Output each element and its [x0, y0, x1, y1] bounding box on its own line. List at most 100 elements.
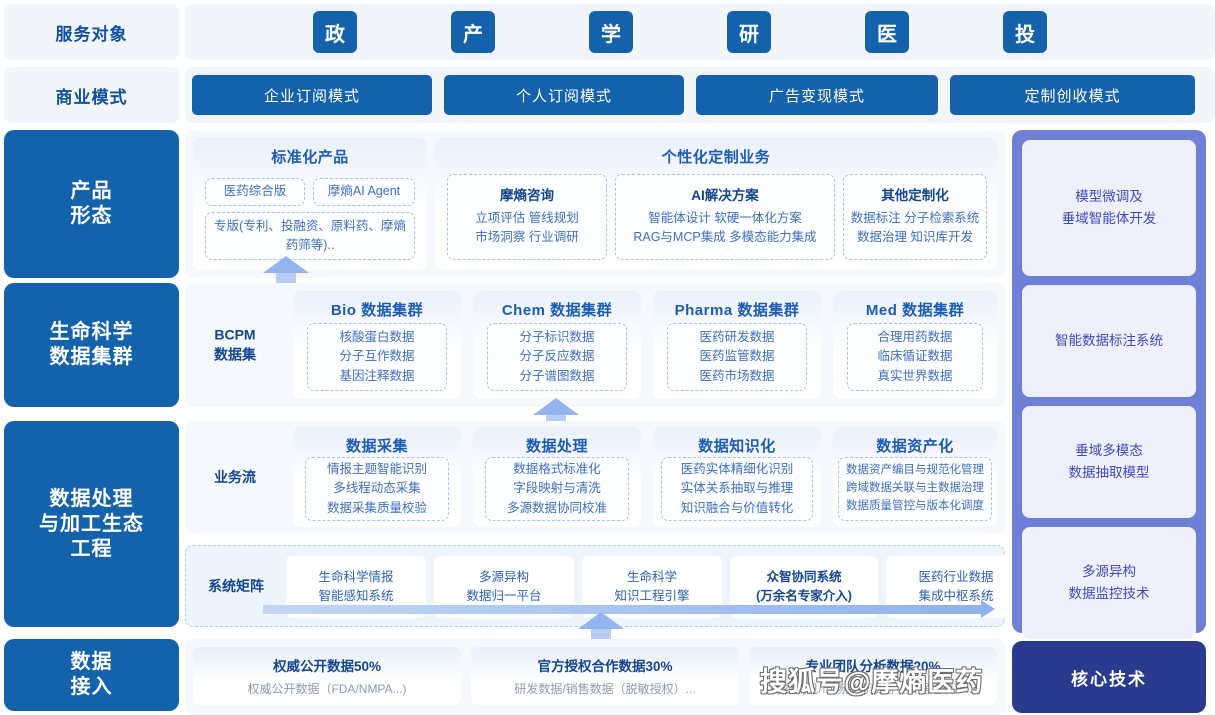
- process-card-processing-items: 数据格式标准化 字段映射与清洗 多源数据协同校准: [485, 457, 629, 521]
- custom-card-consulting[interactable]: 摩熵咨询 立项评估 管线规划 市场洞察 行业调研: [447, 174, 607, 260]
- data-access-card-public-headline: 权威公开数据50%: [272, 659, 382, 674]
- product-form-row: 产品 形态 标准化产品 医药综合版 摩熵AI Agent 专版(专利、投融资、原…: [0, 130, 1215, 278]
- dataset-card-bio[interactable]: Bio 数据集群 核酸蛋白数据 分子互作数据 基因注释数据: [293, 291, 461, 399]
- process-collection-item-0: 情报主题智能识别: [326, 461, 427, 476]
- processing-side-tag: 业务流: [214, 468, 256, 485]
- business-model-chip-custom[interactable]: 定制创收模式: [950, 75, 1195, 115]
- custom-card-ai-solution[interactable]: AI解决方案 智能体设计 软硬一体化方案 RAG与MCP集成 多模态能力集成: [615, 174, 835, 260]
- process-card-knowledge-title: 数据知识化: [698, 438, 776, 455]
- standard-product-item-1[interactable]: 摩熵AI Agent: [313, 178, 415, 206]
- system-matrix-card-1-line1: 多源异构: [478, 570, 529, 585]
- dataset-card-pharma[interactable]: Pharma 数据集群 医药研发数据 医药监管数据 医药市场数据: [653, 291, 821, 399]
- audience-chip-tou[interactable]: 投: [1003, 11, 1047, 53]
- custom-card-other-row-1: 数据治理 知识库开发: [857, 230, 973, 245]
- process-processing-item-2: 多源数据协同校准: [506, 500, 607, 515]
- data-access-card-analysis-sub: 行业洞见/市场趋势预测（数据建模）...: [770, 682, 976, 696]
- datasets-side-tag-line2: 数据集: [214, 347, 256, 363]
- system-matrix-card-3-line1: 众智协同系统: [766, 570, 842, 585]
- custom-card-consulting-row-1: 市场洞察 行业调研: [475, 230, 579, 245]
- standard-products-title: 标准化产品: [271, 149, 349, 166]
- processing-row-label: 数据处理 与加工生态 工程: [4, 421, 179, 627]
- system-matrix-card-4-line2: 集成中枢系统: [918, 589, 994, 603]
- business-model-row: 商业模式 企业订阅模式 个人订阅模式 广告变现模式 定制创收模式: [0, 67, 1215, 123]
- process-card-knowledge[interactable]: 数据知识化 医药实体精细化识别 实体关系抽取与推理 知识融合与价值转化: [653, 427, 821, 527]
- tech-card-multimodal-extraction[interactable]: 垂域多模态 数据抽取模型: [1022, 406, 1196, 518]
- process-card-knowledge-items: 医药实体精细化识别 实体关系抽取与推理 知识融合与价值转化: [661, 457, 813, 521]
- audience-row-label: 服务对象: [4, 4, 179, 60]
- tech-card-heterogeneous-monitoring-line1: 多源异构: [1082, 564, 1136, 580]
- dataset-bio-item-2: 基因注释数据: [339, 368, 415, 383]
- audience-chip-yi[interactable]: 医: [865, 11, 909, 53]
- processing-panel: 业务流 数据采集 情报主题智能识别 多线程动态采集 数据采集质量校验 数据处理 …: [185, 421, 1005, 533]
- system-matrix-card-4-line1: 医药行业数据: [918, 570, 994, 585]
- datasets-label-line1: 生命科学: [49, 321, 134, 343]
- flow-arrow-up-icon-access-to-processing: [578, 612, 624, 641]
- business-model-row-label: 商业模式: [4, 67, 179, 123]
- process-knowledge-item-0: 医药实体精细化识别: [680, 461, 794, 476]
- process-assetization-item-2: 数据质量管控与版本化调度: [846, 499, 984, 512]
- audience-chip-zheng[interactable]: 政: [313, 11, 357, 53]
- process-card-assetization-title: 数据资产化: [876, 438, 954, 455]
- process-assetization-item-0: 数据资产编目与规范化管理: [846, 464, 984, 477]
- process-assetization-item-1: 跨域数据关联与主数据治理: [846, 482, 984, 495]
- datasets-panel: BCPM 数据集 Bio 数据集群 核酸蛋白数据 分子互作数据 基因注释数据 C…: [185, 283, 1005, 407]
- business-model-chip-personal[interactable]: 个人订阅模式: [444, 75, 684, 115]
- data-access-label-line1: 数据: [70, 651, 113, 673]
- dataset-card-med[interactable]: Med 数据集群 合理用药数据 临床循证数据 真实世界数据: [833, 291, 997, 399]
- flow-arrow-up-icon-datasets-to-product: [263, 256, 309, 285]
- tech-column: 模型微调及 垂域智能体开发 智能数据标注系统 垂域多模态 数据抽取模型 多源异构…: [1012, 130, 1206, 639]
- process-card-assetization[interactable]: 数据资产化 数据资产编目与规范化管理 跨域数据关联与主数据治理 数据质量管控与版…: [833, 427, 997, 527]
- audience-chip-chan[interactable]: 产: [451, 11, 495, 53]
- data-access-card-analysis[interactable]: 专业团队分析数据20% 行业洞见/市场趋势预测（数据建模）...: [749, 647, 997, 705]
- system-matrix-card-0-line1: 生命科学情报: [318, 570, 394, 585]
- processing-label-line3: 工程: [70, 537, 113, 560]
- custom-business-title: 个性化定制业务: [661, 149, 771, 166]
- tech-card-heterogeneous-monitoring[interactable]: 多源异构 数据监控技术: [1022, 527, 1196, 639]
- tech-card-annotation-system[interactable]: 智能数据标注系统: [1022, 285, 1196, 397]
- processing-row: 数据处理 与加工生态 工程 业务流 数据采集 情报主题智能识别 多线程动态采集 …: [0, 421, 1215, 627]
- standard-products-card: 标准化产品 医药综合版 摩熵AI Agent 专版(专利、投融资、原料药、摩熵药…: [193, 138, 427, 270]
- process-card-collection[interactable]: 数据采集 情报主题智能识别 多线程动态采集 数据采集质量校验: [293, 427, 461, 527]
- datasets-side-tag-line1: BCPM: [214, 326, 256, 343]
- dataset-bio-item-0: 核酸蛋白数据: [339, 329, 415, 344]
- tech-card-model-finetune-line1: 模型微调及: [1075, 189, 1143, 205]
- process-knowledge-item-2: 知识融合与价值转化: [680, 500, 794, 515]
- dataset-card-chem-title: Chem 数据集群: [501, 302, 613, 319]
- business-model-chip-ads[interactable]: 广告变现模式: [696, 75, 938, 115]
- dataset-bio-item-1: 分子互作数据: [339, 349, 415, 364]
- data-access-card-analysis-headline: 专业团队分析数据20%: [805, 659, 941, 674]
- system-matrix-card-1-line2: 数据归一平台: [466, 589, 542, 603]
- product-form-label-line2: 形态: [70, 205, 113, 227]
- tech-card-model-finetune[interactable]: 模型微调及 垂域智能体开发: [1022, 140, 1196, 276]
- system-matrix-card-2-line2: 知识工程引擎: [614, 589, 690, 603]
- custom-card-consulting-row-0: 立项评估 管线规划: [475, 211, 579, 226]
- data-access-card-licensed[interactable]: 官方授权合作数据30% 研发数据/销售数据（脱敏授权）...: [471, 647, 739, 705]
- process-processing-item-0: 数据格式标准化: [513, 461, 601, 476]
- process-card-collection-title: 数据采集: [345, 438, 408, 455]
- business-model-chip-enterprise[interactable]: 企业订阅模式: [192, 75, 432, 115]
- process-collection-item-1: 多线程动态采集: [333, 481, 421, 496]
- standard-product-item-0[interactable]: 医药综合版: [205, 178, 305, 206]
- standard-product-wide-item[interactable]: 专版(专利、投融资、原料药、摩熵药筛等)..: [205, 212, 415, 260]
- custom-card-other[interactable]: 其他定制化 数据标注 分子检索系统 数据治理 知识库开发: [843, 174, 987, 260]
- dataset-card-chem[interactable]: Chem 数据集群 分子标识数据 分子反应数据 分子谱图数据: [473, 291, 641, 399]
- custom-card-consulting-title: 摩熵咨询: [500, 188, 554, 204]
- processing-label-line2: 与加工生态: [39, 512, 144, 535]
- tech-card-model-finetune-line2: 垂域智能体开发: [1061, 211, 1157, 226]
- dataset-card-pharma-items: 医药研发数据 医药监管数据 医药市场数据: [667, 323, 807, 391]
- system-matrix-card-3-line2: (万余名专家介入): [756, 589, 852, 603]
- dataset-card-med-items: 合理用药数据 临床循证数据 真实世界数据: [847, 323, 983, 391]
- datasets-label-line2: 数据集群: [49, 346, 134, 368]
- audience-chip-xue[interactable]: 学: [589, 11, 633, 53]
- data-access-panel: 权威公开数据50% 权威公开数据（FDA/NMPA...) 官方授权合作数据30…: [185, 639, 1005, 715]
- process-collection-item-2: 数据采集质量校验: [326, 500, 427, 515]
- custom-card-ai-solution-title: AI解决方案: [691, 188, 759, 204]
- custom-card-ai-solution-row-0: 智能体设计 软硬一体化方案: [648, 211, 802, 226]
- process-card-processing[interactable]: 数据处理 数据格式标准化 字段映射与清洗 多源数据协同校准: [473, 427, 641, 527]
- data-access-row-label: 数据 接入: [4, 639, 179, 711]
- data-access-card-public[interactable]: 权威公开数据50% 权威公开数据（FDA/NMPA...): [193, 647, 461, 705]
- dataset-card-chem-items: 分子标识数据 分子反应数据 分子谱图数据: [487, 323, 627, 391]
- tech-card-multimodal-extraction-line2: 数据抽取模型: [1068, 465, 1150, 480]
- audience-chip-yan[interactable]: 研: [727, 11, 771, 53]
